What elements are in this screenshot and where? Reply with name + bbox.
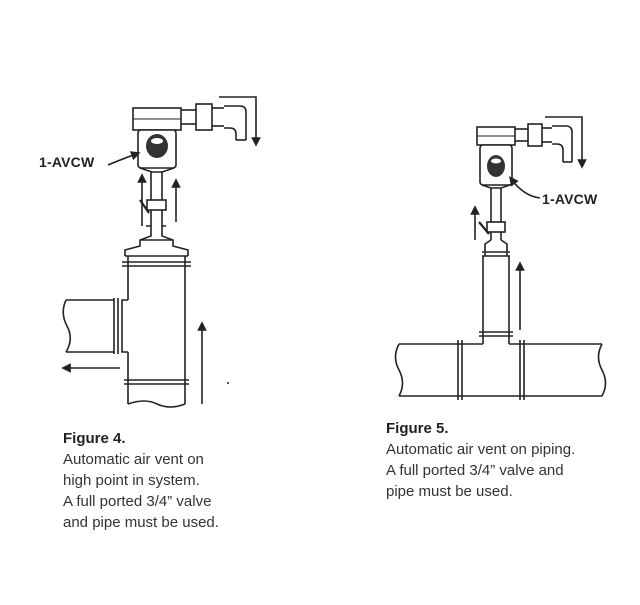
figure4-title: Figure 4. (63, 430, 126, 447)
figure4-reducer (124, 225, 189, 257)
figure4-riser-pipe (139, 172, 167, 226)
figure4-callout-leader (107, 151, 141, 166)
figure5-vent-label: 1-AVCW (542, 191, 598, 207)
figure5-reducer (482, 239, 510, 257)
figure4-pipe-cut (127, 400, 186, 408)
figure5-caption-line: Automatic air vent on piping. (386, 441, 576, 458)
figure5-title: Figure 5. (386, 420, 449, 437)
figure4-branch-pipe (62, 299, 114, 353)
figure5-caption: Figure 5. Automatic air vent on piping. … (386, 418, 626, 502)
figure4-caption: Figure 4. Automatic air vent on high poi… (63, 428, 283, 533)
figure4-caption-line: high point in system. (63, 472, 200, 489)
figure4-air-vent (132, 107, 182, 173)
figure4-caption-line: and pipe must be used. (63, 514, 219, 531)
figure5-outlet-flow-arrow (545, 116, 587, 169)
figure5-riser-pipe (478, 188, 506, 240)
figure4-drawing (61, 96, 261, 408)
figure5-drawing (394, 116, 607, 400)
figure4-caption-line: A full ported 3/4” valve (63, 493, 212, 510)
figure4-vent-outlet-pipe (181, 103, 247, 141)
figure5-caption-line: A full ported 3/4” valve and (386, 462, 564, 479)
figure5-air-vent (476, 126, 516, 189)
figure4-vent-label: 1-AVCW (39, 154, 95, 170)
figure5-tee-leg (479, 256, 513, 344)
figure5-callout-leader (509, 176, 541, 199)
figure5-main-pipe (394, 340, 607, 400)
figure5-caption-line: pipe must be used. (386, 483, 513, 500)
figure5-vent-outlet-pipe (515, 123, 573, 163)
figure4-outlet-flow-arrow (219, 96, 261, 147)
figure4-tee-fitting (113, 256, 191, 404)
figure4-caption-line: Automatic air vent on (63, 451, 204, 468)
